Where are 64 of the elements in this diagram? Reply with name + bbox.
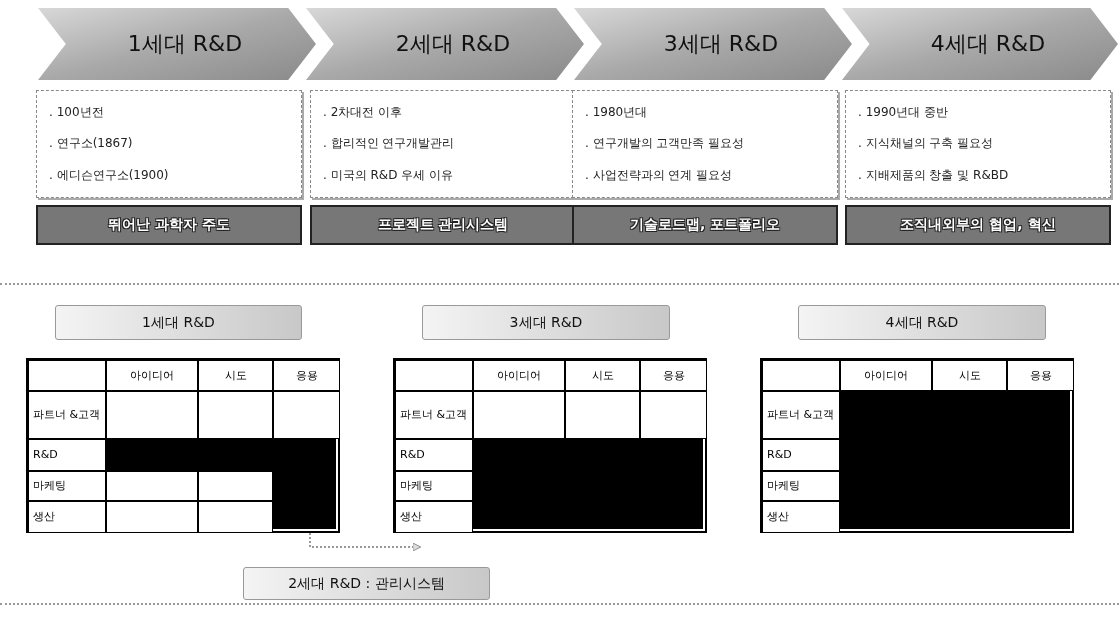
banner-title: 2세대 R&D [394, 30, 511, 58]
column-header: 응용 [273, 360, 340, 391]
bullet-text: . 100년전 [49, 104, 105, 122]
bullet-text: . 미국의 R&D 우세 이유 [323, 166, 454, 184]
bullet-text: . 2차대전 이후 [323, 104, 404, 122]
bullet-text: . 연구소(1867) [49, 135, 134, 153]
column-header: 아이디어 [840, 360, 932, 391]
row-header: 생산 [762, 501, 840, 533]
bullet-text: . 사업전략과의 연계 필요성 [585, 166, 734, 184]
text-panel [36, 90, 302, 198]
summary-bar [572, 205, 838, 245]
row-header: 마케팅 [28, 471, 106, 501]
row-header: R&D [395, 439, 473, 471]
text-panel [310, 90, 574, 198]
row-header: R&D [28, 439, 106, 471]
banner-title: 4세대 R&D [929, 30, 1046, 58]
bar-text: 뛰어난 과학자 주도 [108, 216, 230, 234]
header-tab [55, 305, 302, 340]
tab-title: 1세대 R&D [142, 313, 215, 332]
bullet-text: . 지식채널의 구축 필요성 [858, 135, 995, 153]
header-tab [422, 305, 670, 340]
bullet-text: . 지배제품의 창출 및 R&BD [858, 166, 1010, 184]
summary-bar [845, 205, 1111, 245]
tab-title: 3세대 R&D [509, 313, 583, 332]
row-header: 파트너 &고객 [395, 391, 473, 439]
text-panel [572, 90, 838, 198]
bar-text: 조직내외부의 협업, 혁신 [900, 216, 1056, 234]
bar-text: 프로젝트 관리시스템 [377, 216, 509, 234]
matrix-table [26, 358, 340, 533]
chevron-banner [574, 8, 852, 80]
header-tab [243, 567, 490, 600]
header-tab [798, 305, 1046, 340]
column-header: 시도 [198, 360, 273, 391]
matrix-table [760, 358, 1074, 533]
row-header: 생산 [28, 501, 106, 533]
column-header: 응용 [1007, 360, 1074, 391]
row-header: 마케팅 [395, 471, 473, 501]
banner-title: 3세대 R&D [662, 30, 779, 58]
matrix-table [393, 358, 707, 533]
text-panel [845, 90, 1111, 198]
bullet-text: . 합리적인 연구개발관리 [323, 135, 456, 153]
chevron-banner [306, 8, 584, 80]
chevron-banner [38, 8, 316, 80]
summary-bar [36, 205, 302, 245]
row-header: 생산 [395, 501, 473, 533]
bar-text: 기술로드맵, 포트폴리오 [629, 216, 781, 234]
row-header: 마케팅 [762, 471, 840, 501]
banner-title: 1세대 R&D [126, 30, 243, 58]
tab-title: 4세대 R&D [885, 313, 959, 332]
dotted-arrow [309, 532, 422, 552]
row-header: 파트너 &고객 [28, 391, 106, 439]
row-header: 파트너 &고객 [762, 391, 840, 439]
column-header: 아이디어 [473, 360, 565, 391]
column-header: 시도 [932, 360, 1007, 391]
row-header: R&D [762, 439, 840, 471]
bullet-text: . 에디슨연구소(1900) [49, 166, 170, 184]
tab-title: 2세대 R&D : 관리시스템 [288, 574, 445, 593]
chevron-banner [842, 8, 1118, 80]
bullet-text: . 1990년대 중반 [858, 104, 949, 122]
bullet-text: . 연구개발의 고객만족 필요성 [585, 135, 746, 153]
bullet-text: . 1980년대 [585, 104, 649, 122]
column-header: 아이디어 [106, 360, 198, 391]
column-header: 응용 [640, 360, 707, 391]
column-header: 시도 [565, 360, 640, 391]
